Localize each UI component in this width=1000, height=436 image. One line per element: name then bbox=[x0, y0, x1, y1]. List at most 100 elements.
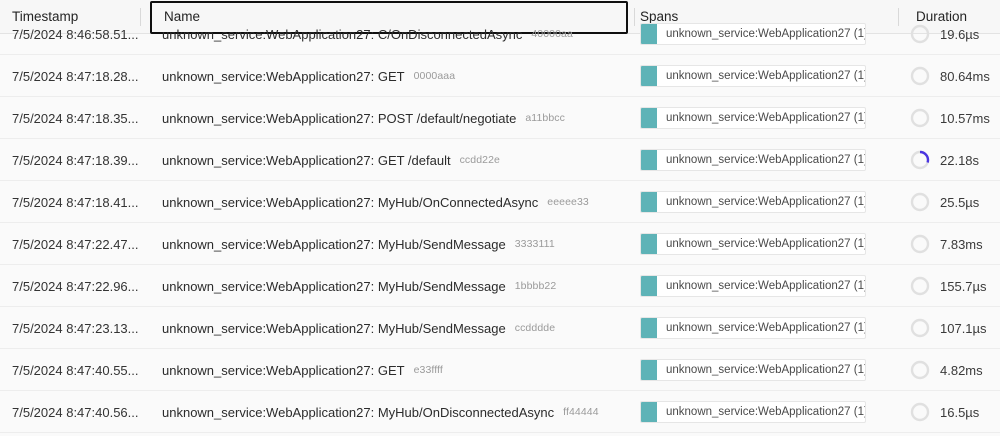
table-row[interactable]: 7/5/2024 8:47:23.13... unknown_service:W… bbox=[0, 307, 1000, 349]
table-row[interactable]: 7/5/2024 8:47:22.47... unknown_service:W… bbox=[0, 223, 1000, 265]
span-color-swatch bbox=[641, 66, 657, 86]
trace-id-text: ccdd22e bbox=[459, 154, 500, 166]
duration-text: 80.64ms bbox=[940, 68, 990, 84]
trace-id-text: eeeee33 bbox=[547, 196, 589, 208]
trace-id-text: 3333111 bbox=[514, 238, 555, 250]
span-badge-label: unknown_service:WebApplication27 (1) bbox=[666, 322, 865, 334]
cell-name: unknown_service:WebApplication27: MyHub/… bbox=[150, 181, 634, 223]
table-row[interactable]: 7/5/2024 8:46:58.51... unknown_service:W… bbox=[0, 23, 1000, 55]
timestamp-text: 7/5/2024 8:47:23.13... bbox=[12, 320, 139, 336]
trace-id-text: 1bbbb22 bbox=[514, 280, 557, 292]
timestamp-text: 7/5/2024 8:47:18.39... bbox=[12, 152, 139, 168]
timestamp-text: 7/5/2024 8:47:22.96... bbox=[12, 278, 139, 294]
cell-name: unknown_service:WebApplication27: MyHub/… bbox=[150, 223, 634, 265]
cell-timestamp: 7/5/2024 8:46:58.51... bbox=[0, 13, 140, 55]
cell-name: unknown_service:WebApplication27: POST /… bbox=[150, 97, 634, 139]
cell-timestamp: 7/5/2024 8:47:23.13... bbox=[0, 307, 140, 349]
cell-name: unknown_service:WebApplication27: MyHub/… bbox=[150, 307, 634, 349]
span-color-swatch bbox=[641, 108, 657, 128]
span-color-swatch bbox=[641, 276, 657, 296]
cell-timestamp: 7/5/2024 8:47:18.28... bbox=[0, 55, 140, 97]
table-row[interactable]: 7/5/2024 8:47:18.35... unknown_service:W… bbox=[0, 97, 1000, 139]
span-badge[interactable]: unknown_service:WebApplication27 (1) bbox=[640, 401, 866, 423]
grid-body: 7/5/2024 8:46:58.51... unknown_service:W… bbox=[0, 23, 1000, 433]
trace-name-text: unknown_service:WebApplication27: MyHub/… bbox=[162, 236, 506, 252]
span-badge-label: unknown_service:WebApplication27 (1) bbox=[666, 364, 865, 376]
span-badge[interactable]: unknown_service:WebApplication27 (1) bbox=[640, 23, 866, 45]
column-divider-spans-duration[interactable] bbox=[898, 8, 899, 26]
span-badge[interactable]: unknown_service:WebApplication27 (1) bbox=[640, 359, 866, 381]
trace-name-text: unknown_service:WebApplication27: POST /… bbox=[162, 110, 517, 126]
duration-gauge-icon bbox=[910, 276, 930, 296]
span-color-swatch bbox=[641, 234, 657, 254]
cell-timestamp: 7/5/2024 8:47:40.55... bbox=[0, 349, 140, 391]
cell-duration: 80.64ms bbox=[910, 55, 1000, 97]
span-badge[interactable]: unknown_service:WebApplication27 (1) bbox=[640, 191, 866, 213]
cell-duration: 155.7µs bbox=[910, 265, 1000, 307]
timestamp-text: 7/5/2024 8:47:18.41... bbox=[12, 194, 139, 210]
trace-name-text: unknown_service:WebApplication27: C/OnDi… bbox=[162, 26, 523, 42]
column-header-name[interactable]: Name bbox=[150, 1, 628, 34]
column-header-timestamp-label: Timestamp bbox=[12, 8, 79, 24]
cell-duration: 7.83ms bbox=[910, 223, 1000, 265]
trace-id-text: ccdddde bbox=[514, 322, 556, 334]
span-badge-label: unknown_service:WebApplication27 (1) bbox=[666, 112, 865, 124]
column-header-duration-label: Duration bbox=[916, 8, 968, 24]
table-row[interactable]: 7/5/2024 8:47:40.56... unknown_service:W… bbox=[0, 391, 1000, 433]
span-badge-label: unknown_service:WebApplication27 (1) bbox=[666, 154, 865, 166]
span-badge-label: unknown_service:WebApplication27 (1) bbox=[666, 238, 865, 250]
span-badge[interactable]: unknown_service:WebApplication27 (1) bbox=[640, 107, 866, 129]
span-badge[interactable]: unknown_service:WebApplication27 (1) bbox=[640, 233, 866, 255]
column-header-spans-label: Spans bbox=[640, 8, 679, 24]
table-row[interactable]: 7/5/2024 8:47:18.39... unknown_service:W… bbox=[0, 139, 1000, 181]
trace-name-text: unknown_service:WebApplication27: MyHub/… bbox=[162, 404, 555, 420]
timestamp-text: 7/5/2024 8:47:40.56... bbox=[12, 404, 139, 420]
span-badge[interactable]: unknown_service:WebApplication27 (1) bbox=[640, 149, 866, 171]
cell-timestamp: 7/5/2024 8:47:40.56... bbox=[0, 391, 140, 433]
column-header-duration[interactable]: Duration bbox=[916, 0, 1000, 34]
table-row[interactable]: 7/5/2024 8:47:18.41... unknown_service:W… bbox=[0, 181, 1000, 223]
span-badge-label: unknown_service:WebApplication27 (1) bbox=[666, 28, 865, 40]
duration-gauge-icon bbox=[910, 192, 930, 212]
cell-timestamp: 7/5/2024 8:47:18.41... bbox=[0, 181, 140, 223]
column-header-timestamp[interactable]: Timestamp bbox=[0, 0, 140, 34]
duration-gauge-icon bbox=[910, 150, 930, 170]
cell-spans: unknown_service:WebApplication27 (1) bbox=[640, 391, 896, 433]
cell-spans: unknown_service:WebApplication27 (1) bbox=[640, 265, 896, 307]
table-row[interactable]: 7/5/2024 8:47:22.96... unknown_service:W… bbox=[0, 265, 1000, 307]
trace-id-text: 40000aa bbox=[531, 28, 573, 40]
duration-text: 7.83ms bbox=[940, 236, 983, 252]
trace-id-text: a11bbcc bbox=[525, 112, 565, 124]
span-badge[interactable]: unknown_service:WebApplication27 (1) bbox=[640, 275, 866, 297]
duration-gauge-icon bbox=[910, 108, 930, 128]
column-header-spans[interactable]: Spans bbox=[640, 0, 896, 34]
cell-spans: unknown_service:WebApplication27 (1) bbox=[640, 223, 896, 265]
trace-id-text: 0000aaa bbox=[413, 70, 456, 82]
cell-spans: unknown_service:WebApplication27 (1) bbox=[640, 181, 896, 223]
span-badge-label: unknown_service:WebApplication27 (1) bbox=[666, 406, 865, 418]
trace-id-text: ff44444 bbox=[563, 406, 599, 418]
duration-text: 4.82ms bbox=[940, 362, 983, 378]
cell-name: unknown_service:WebApplication27: GET /d… bbox=[150, 139, 634, 181]
span-badge[interactable]: unknown_service:WebApplication27 (1) bbox=[640, 317, 866, 339]
column-divider-timestamp-name[interactable] bbox=[140, 8, 141, 26]
cell-spans: unknown_service:WebApplication27 (1) bbox=[640, 307, 896, 349]
duration-text: 107.1µs bbox=[940, 320, 987, 336]
column-header-name-label: Name bbox=[164, 9, 201, 25]
timestamp-text: 7/5/2024 8:47:18.35... bbox=[12, 110, 139, 126]
cell-timestamp: 7/5/2024 8:47:18.35... bbox=[0, 97, 140, 139]
span-color-swatch bbox=[641, 150, 657, 170]
table-row[interactable]: 7/5/2024 8:47:18.28... unknown_service:W… bbox=[0, 55, 1000, 97]
span-badge[interactable]: unknown_service:WebApplication27 (1) bbox=[640, 65, 866, 87]
duration-gauge-icon bbox=[910, 66, 930, 86]
duration-gauge-icon bbox=[910, 360, 930, 380]
cell-name: unknown_service:WebApplication27: MyHub/… bbox=[150, 265, 634, 307]
timestamp-text: 7/5/2024 8:46:58.51... bbox=[12, 26, 139, 42]
cell-duration: 4.82ms bbox=[910, 349, 1000, 391]
duration-text: 19.6µs bbox=[940, 26, 980, 42]
column-divider-name-spans[interactable] bbox=[634, 8, 635, 26]
table-row[interactable]: 7/5/2024 8:47:40.55... unknown_service:W… bbox=[0, 349, 1000, 391]
cell-duration: 25.5µs bbox=[910, 181, 1000, 223]
span-color-swatch bbox=[641, 360, 657, 380]
